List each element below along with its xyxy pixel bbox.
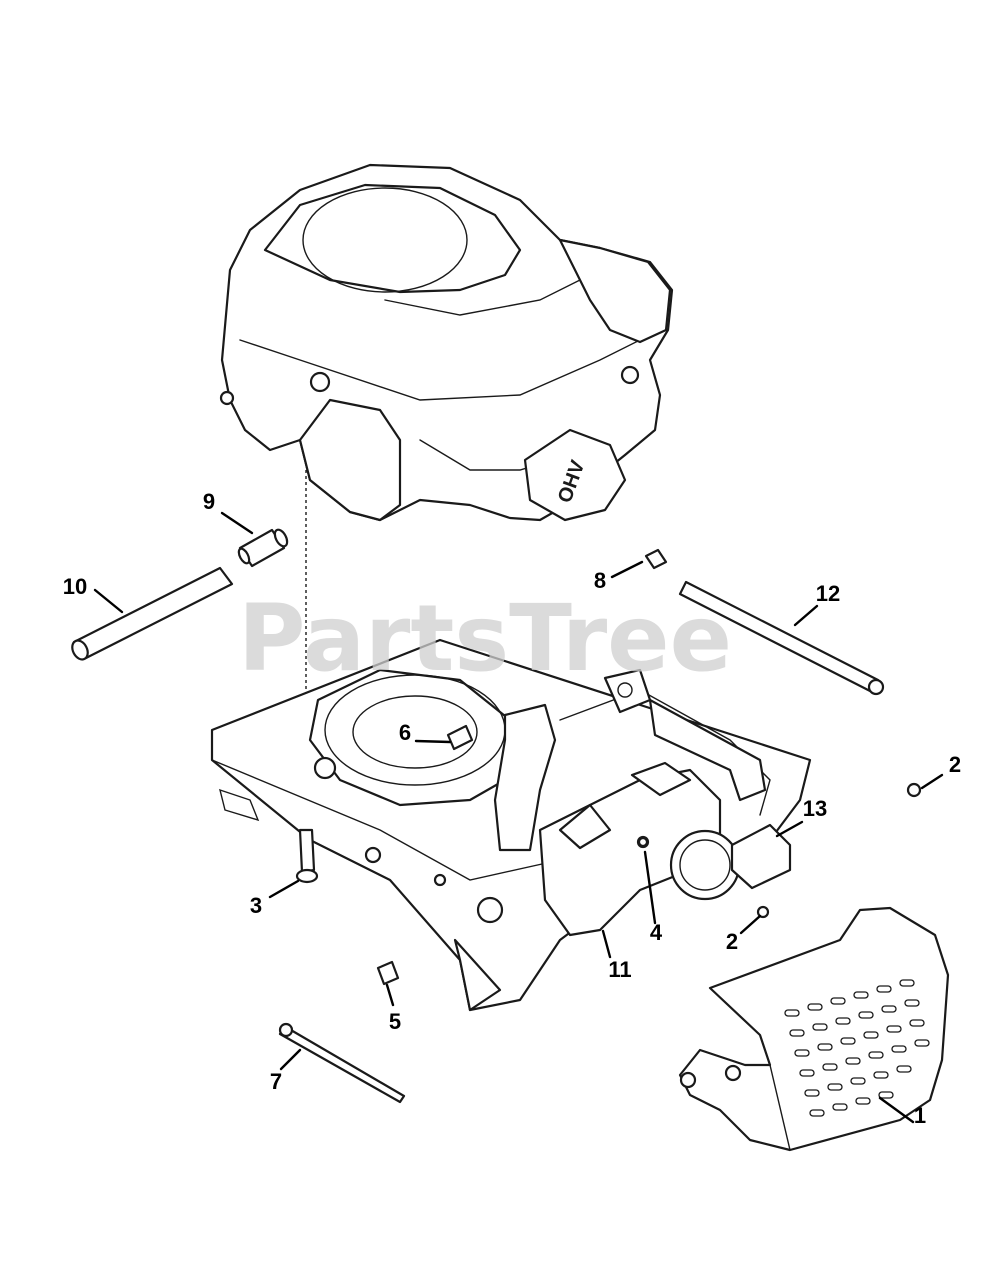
leader-lines [93, 511, 944, 1124]
callout-labels: 1 2 2 3 4 5 6 7 8 9 10 11 12 13 [63, 489, 961, 1128]
fitting-9 [237, 528, 289, 568]
rod-12 [678, 580, 885, 696]
watermark-text: PartsTree [238, 585, 732, 692]
nut-8 [644, 548, 668, 570]
heat-shield [678, 906, 950, 1152]
callout-5: 5 [389, 1009, 401, 1034]
callout-2-right: 2 [949, 752, 961, 777]
callout-1: 1 [914, 1103, 926, 1128]
callout-3: 3 [250, 893, 262, 918]
screw-4 [637, 836, 649, 848]
callout-12: 12 [816, 581, 840, 606]
screw-2-lower [756, 905, 770, 919]
callout-4: 4 [650, 920, 663, 945]
callout-7: 7 [270, 1069, 282, 1094]
cable-tie-7 [278, 1022, 406, 1104]
callout-10: 10 [63, 574, 87, 599]
engine: OHV [219, 163, 674, 720]
callout-2-lower: 2 [726, 929, 738, 954]
heat-shield-slots [784, 979, 930, 1117]
bolt-5 [376, 960, 400, 986]
hose-10 [71, 566, 234, 661]
exhaust-pipe [493, 668, 652, 852]
callout-11: 11 [608, 957, 631, 982]
callout-6: 6 [399, 720, 411, 745]
callout-9: 9 [203, 489, 215, 514]
callout-8: 8 [594, 568, 606, 593]
spark-arrestor [730, 823, 792, 890]
callout-13: 13 [803, 796, 827, 821]
screw-2-right [906, 782, 922, 798]
bolt-6 [446, 724, 474, 751]
bolt-3 [295, 828, 319, 884]
